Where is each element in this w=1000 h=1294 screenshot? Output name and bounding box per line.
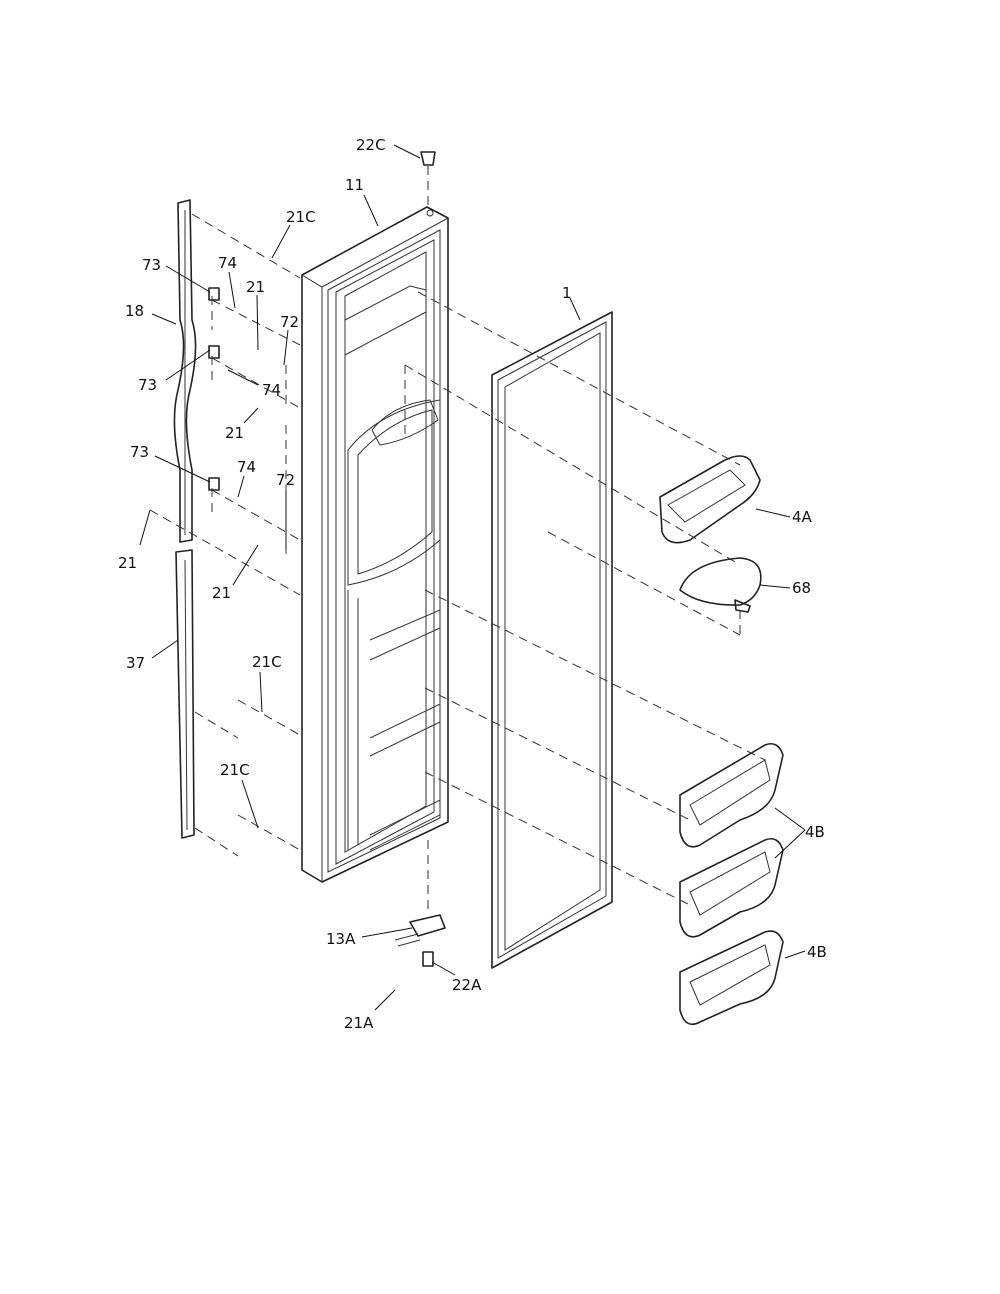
callout-72-a: 72 bbox=[280, 313, 299, 331]
callout-4B-a: 4B bbox=[805, 823, 825, 841]
dispenser-cup-68 bbox=[679, 557, 762, 613]
callout-21C-top: 21C bbox=[286, 208, 316, 226]
callout-4A: 4A bbox=[792, 508, 813, 526]
bottom-hinge bbox=[394, 914, 446, 947]
handle-upper bbox=[173, 199, 197, 543]
handle-lower bbox=[175, 549, 195, 839]
callout-74-c: 74 bbox=[237, 458, 256, 476]
callout-13A: 13A bbox=[326, 930, 356, 948]
door-bin-4a bbox=[659, 455, 761, 544]
callout-72-b: 72 bbox=[276, 471, 295, 489]
callout-22C-top: 22C bbox=[356, 136, 386, 154]
callout-37: 37 bbox=[126, 654, 145, 672]
door-bin-4b-upper bbox=[679, 742, 784, 848]
callout-labels: 22C 11 21C 1 73 74 21 72 18 73 74 21 73 … bbox=[118, 136, 827, 1032]
callout-4B-b: 4B bbox=[807, 943, 827, 961]
door-gasket bbox=[491, 311, 613, 969]
callout-73-b: 73 bbox=[138, 376, 157, 394]
callout-21C-mid: 21C bbox=[252, 653, 282, 671]
callout-74-b: 74 bbox=[262, 381, 281, 399]
callout-22A: 22A bbox=[452, 976, 482, 994]
callout-74-a: 74 bbox=[218, 254, 237, 272]
callout-21-c: 21 bbox=[118, 554, 137, 572]
callout-73-c: 73 bbox=[130, 443, 149, 461]
door-panel bbox=[301, 206, 449, 883]
callout-21-d: 21 bbox=[212, 584, 231, 602]
callout-68: 68 bbox=[792, 579, 811, 597]
assembly-lines bbox=[149, 166, 766, 915]
hinge-pin bbox=[422, 951, 434, 967]
callout-21C-low: 21C bbox=[220, 761, 250, 779]
callout-21-a: 21 bbox=[246, 278, 265, 296]
callout-21-b: 21 bbox=[225, 424, 244, 442]
callout-21A: 21A bbox=[344, 1014, 374, 1032]
door-bin-4b-lower bbox=[679, 930, 784, 1026]
callout-18: 18 bbox=[125, 302, 144, 320]
callout-11: 11 bbox=[345, 176, 364, 194]
door-bin-4b-middle bbox=[679, 837, 784, 938]
handle-bushings bbox=[208, 287, 220, 491]
callout-1: 1 bbox=[562, 284, 572, 302]
callout-73-a: 73 bbox=[142, 256, 161, 274]
leader-lines bbox=[139, 144, 806, 1011]
top-cap bbox=[420, 151, 436, 166]
